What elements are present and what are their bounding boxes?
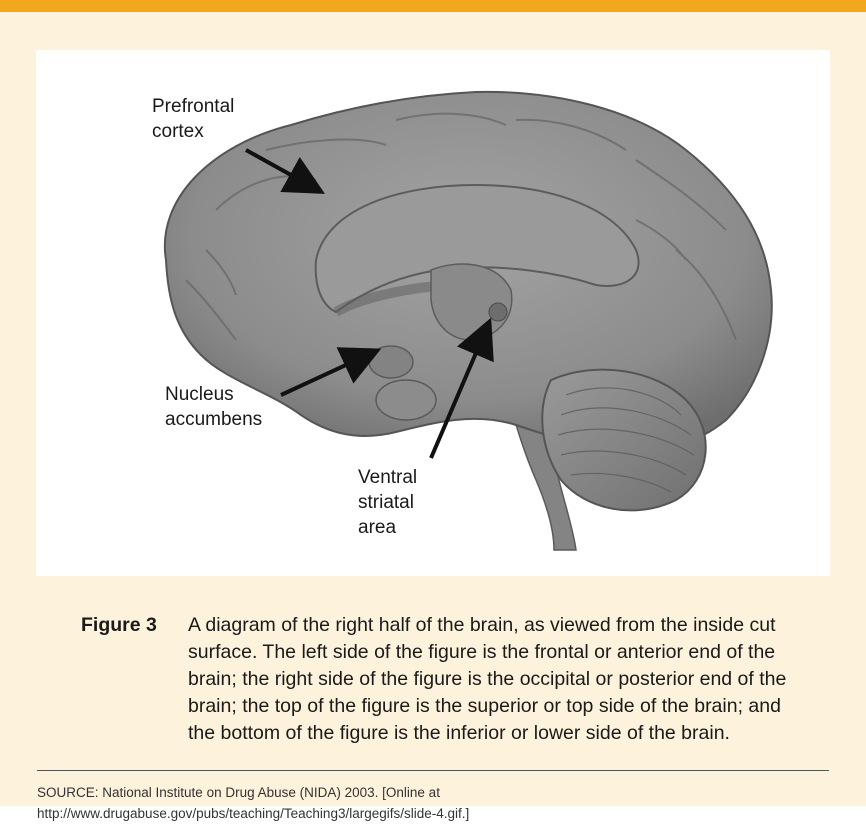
label-nucleus-accumbens: Nucleus accumbens: [165, 382, 262, 432]
nucleus-accumbens-region: [369, 346, 413, 378]
divider: [37, 770, 829, 771]
ventral-striatal-spot: [489, 303, 507, 321]
thalamus: [431, 264, 512, 340]
figure-image-area: Prefrontal cortex Nucleus accumbens Vent…: [36, 50, 830, 576]
figure-number: Figure 3: [81, 612, 184, 639]
figure-caption: Figure 3 A diagram of the right half of …: [81, 612, 811, 747]
caption-text: A diagram of the right half of the brain…: [81, 612, 811, 747]
source-note: SOURCE: National Institute on Drug Abuse…: [37, 782, 837, 824]
label-ventral-striatal-area: Ventral striatal area: [358, 465, 417, 540]
figure-panel: Prefrontal cortex Nucleus accumbens Vent…: [0, 0, 866, 806]
label-prefrontal-cortex: Prefrontal cortex: [152, 94, 234, 144]
